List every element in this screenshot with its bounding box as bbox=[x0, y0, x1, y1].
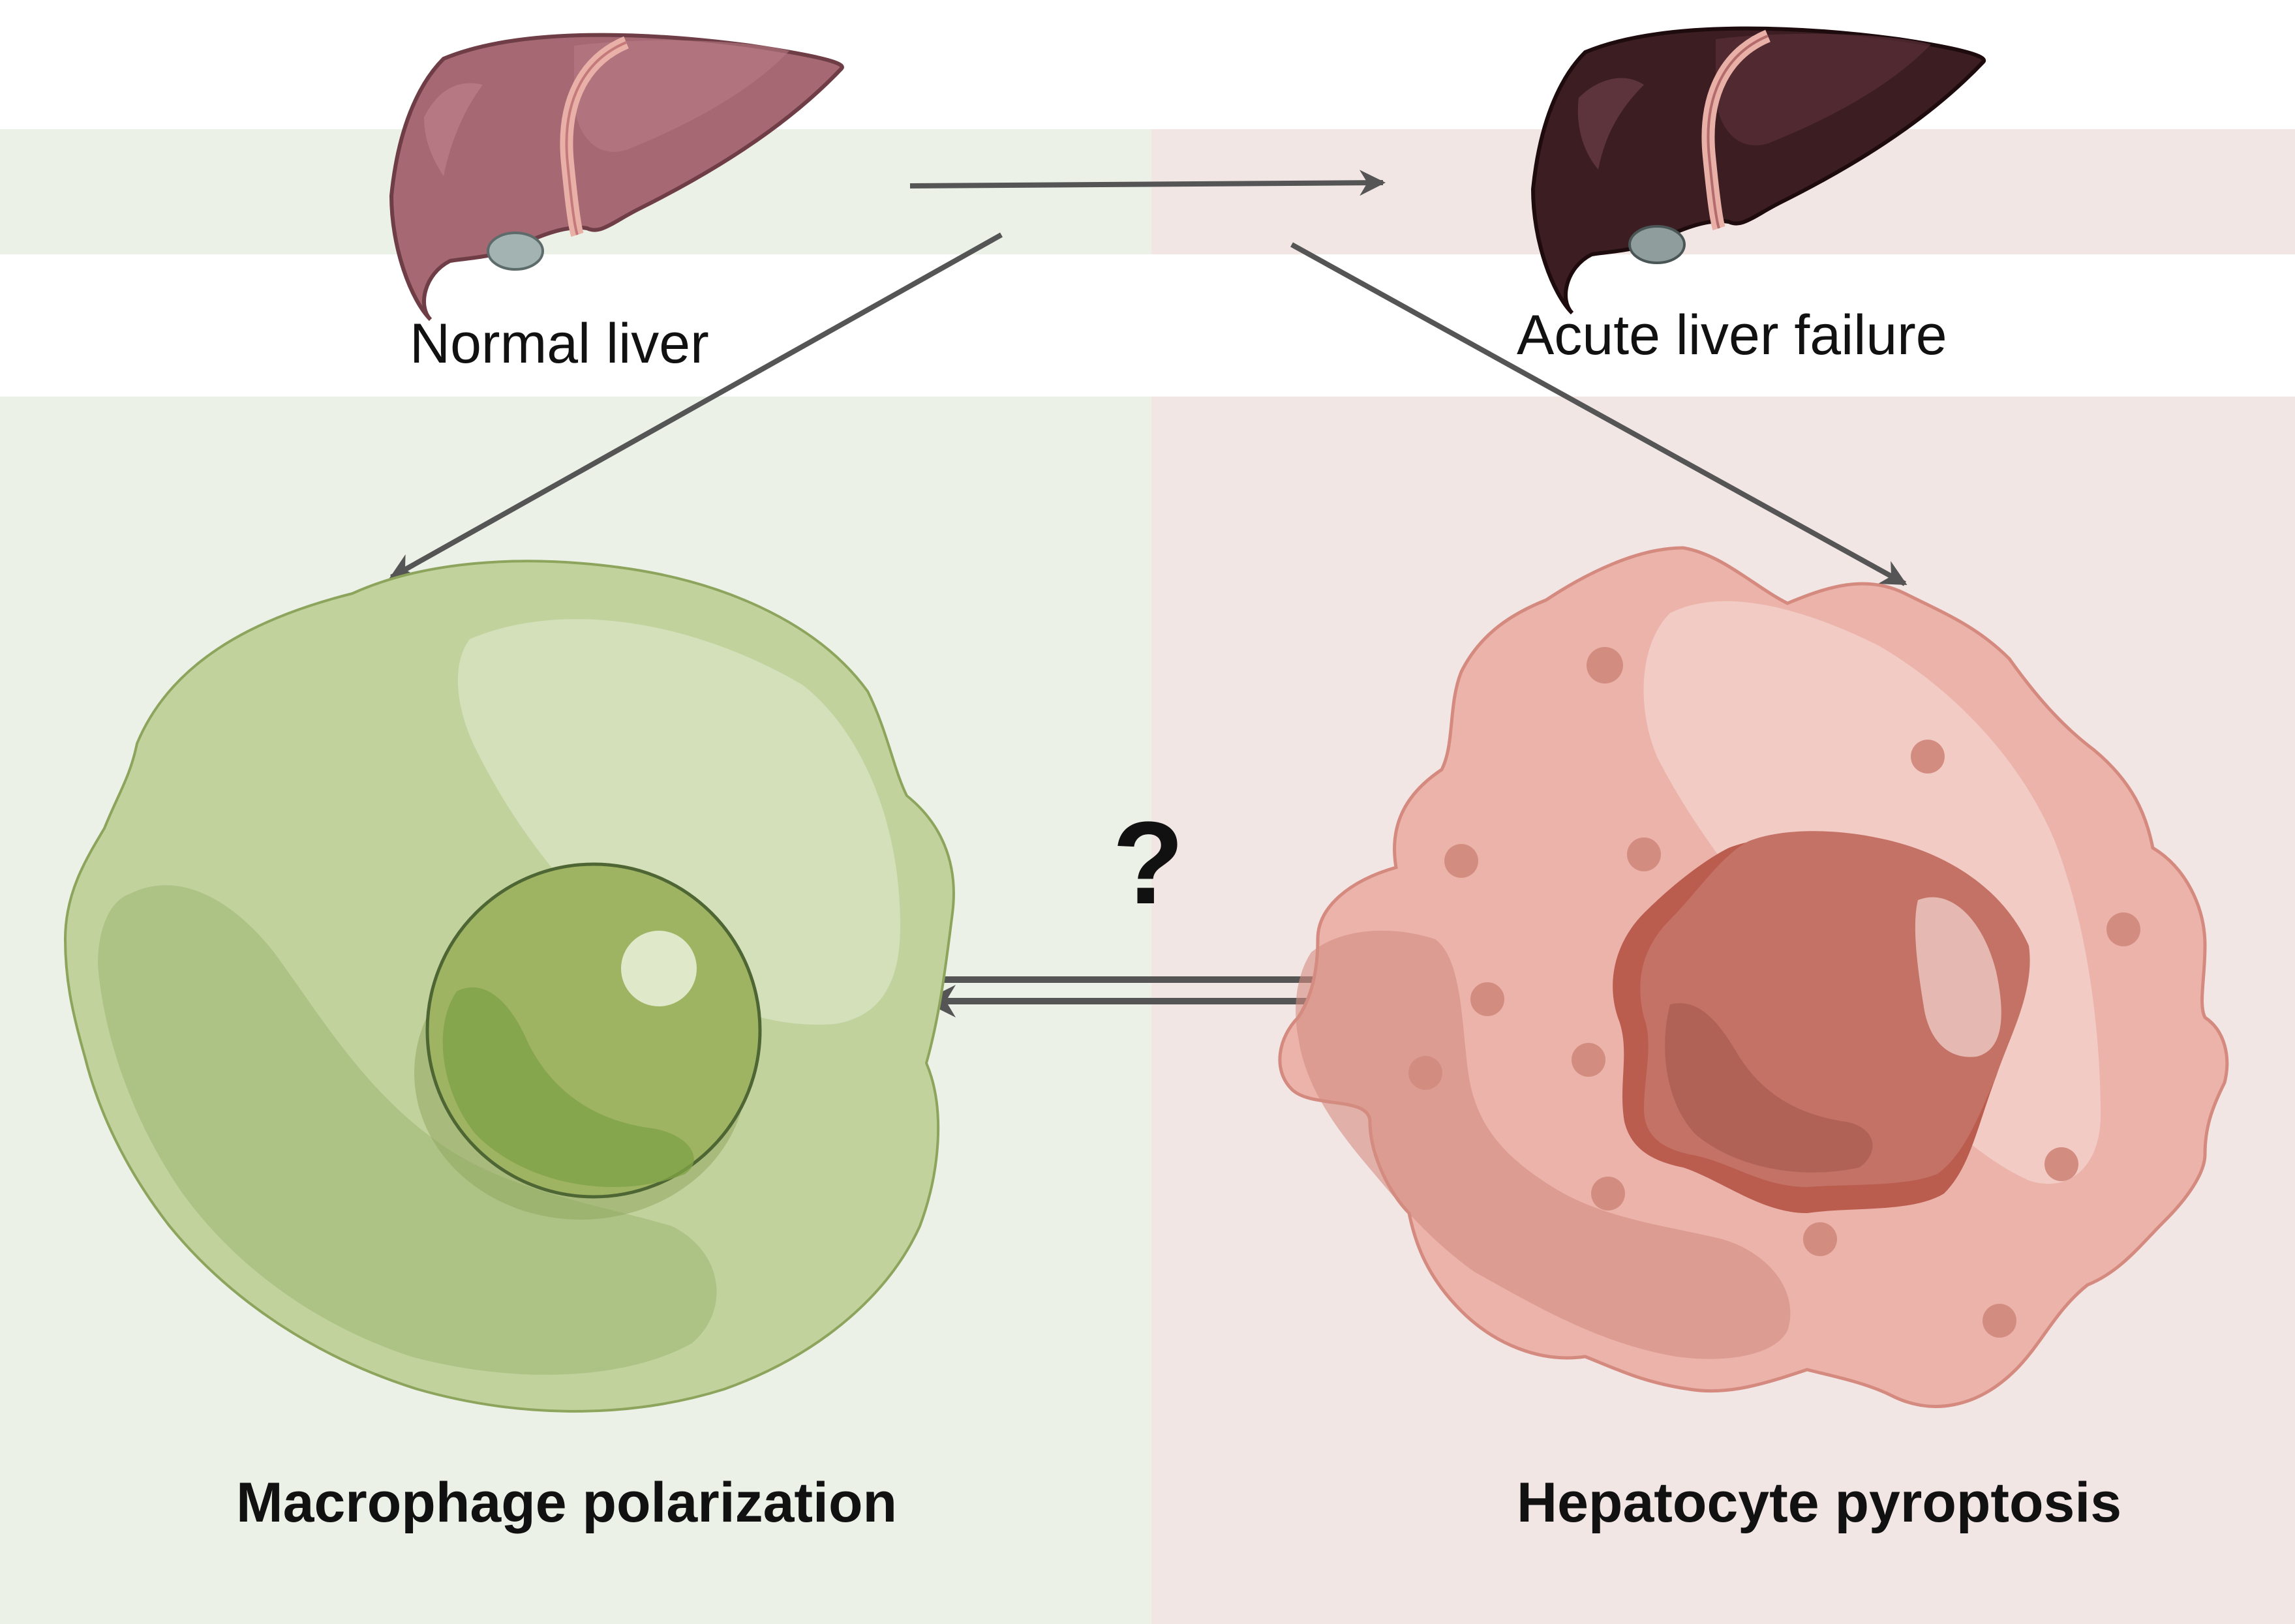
normal-liver-icon bbox=[389, 33, 844, 322]
arrow-to-macrophage bbox=[389, 232, 1003, 580]
acute-liver-failure-label: Acute liver failure bbox=[1517, 304, 1947, 367]
failed-liver-icon bbox=[1530, 26, 1986, 315]
macrophage-polarization-label: Macrophage polarization bbox=[236, 1471, 898, 1534]
arrow-to-hepatocyte bbox=[1290, 242, 1907, 586]
horizontal-progression-arrow bbox=[909, 170, 1386, 196]
question-mark: ? bbox=[1112, 798, 1184, 929]
normal-liver-label: Normal liver bbox=[410, 312, 709, 375]
macrophage-cell-icon bbox=[63, 560, 955, 1413]
hepatocyte-cell-icon bbox=[1278, 546, 2229, 1408]
hepatocyte-pyroptosis-label: Hepatocyte pyroptosis bbox=[1517, 1471, 2122, 1534]
